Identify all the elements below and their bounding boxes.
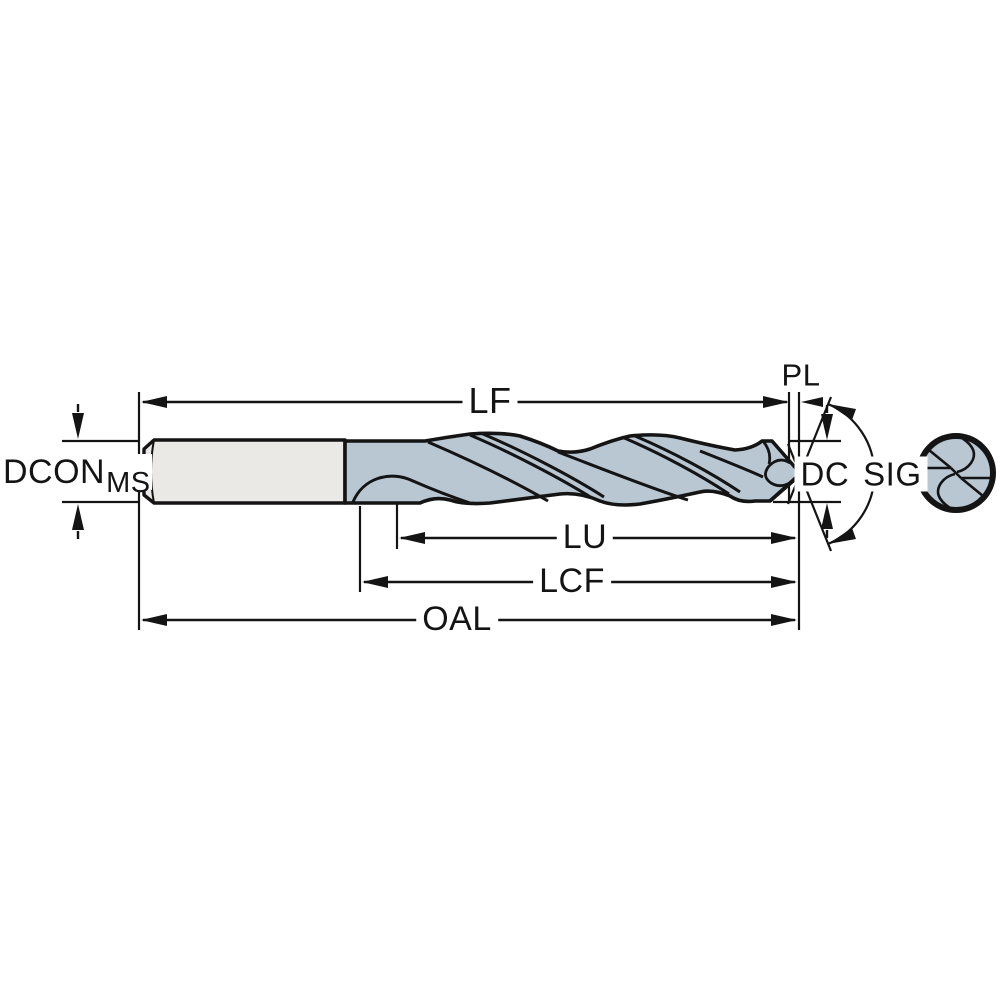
label-dcon: DCONMS — [1, 453, 152, 498]
label-oal: OAL — [416, 601, 498, 637]
sig-angle-arrowheads — [828, 404, 856, 544]
label-dcon-subscript: MS — [106, 467, 151, 499]
drill-fluted-section — [343, 431, 802, 507]
label-sig: SIG — [863, 455, 922, 493]
label-dc: DC — [800, 455, 850, 493]
label-lcf: LCF — [533, 563, 611, 599]
drill-shank — [142, 438, 347, 505]
label-lu: LU — [556, 519, 614, 555]
label-dc-sig: DC SIG — [794, 455, 928, 493]
label-pl: PL — [778, 358, 824, 392]
label-lf: LF — [462, 382, 518, 420]
flute-spiral-lines — [351, 432, 764, 505]
extension-lines — [62, 392, 841, 630]
drill-end-view — [916, 433, 996, 513]
label-dcon-main: DCON — [3, 453, 106, 491]
flute-body-outline — [343, 431, 802, 507]
flute-runout-curve — [351, 474, 471, 505]
dimension-arrowheads — [72, 396, 833, 626]
